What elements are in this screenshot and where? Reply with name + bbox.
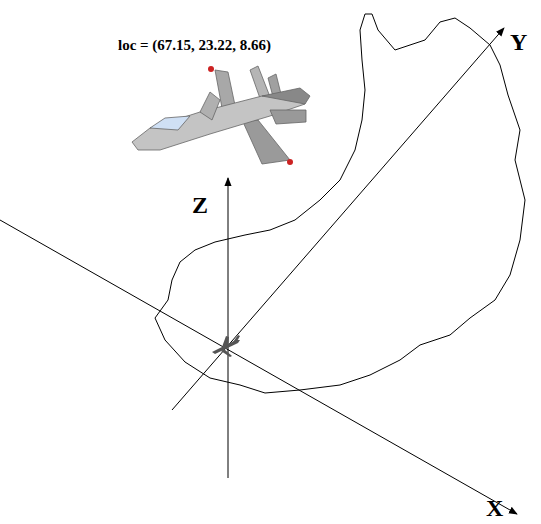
y-axis xyxy=(172,28,504,410)
location-readout: loc = (67.15, 23.22, 8.66) xyxy=(118,38,271,53)
axis-label: Y xyxy=(510,30,527,54)
wingtip-light xyxy=(208,66,214,72)
wingtip-light xyxy=(287,159,293,165)
region-outline xyxy=(155,14,525,393)
axis-label: X xyxy=(486,496,503,520)
ground-jet xyxy=(212,335,240,357)
jet-aircraft xyxy=(132,66,310,164)
axis-label: Z xyxy=(192,193,208,217)
z-axis xyxy=(228,178,229,478)
x-axis xyxy=(0,220,517,514)
